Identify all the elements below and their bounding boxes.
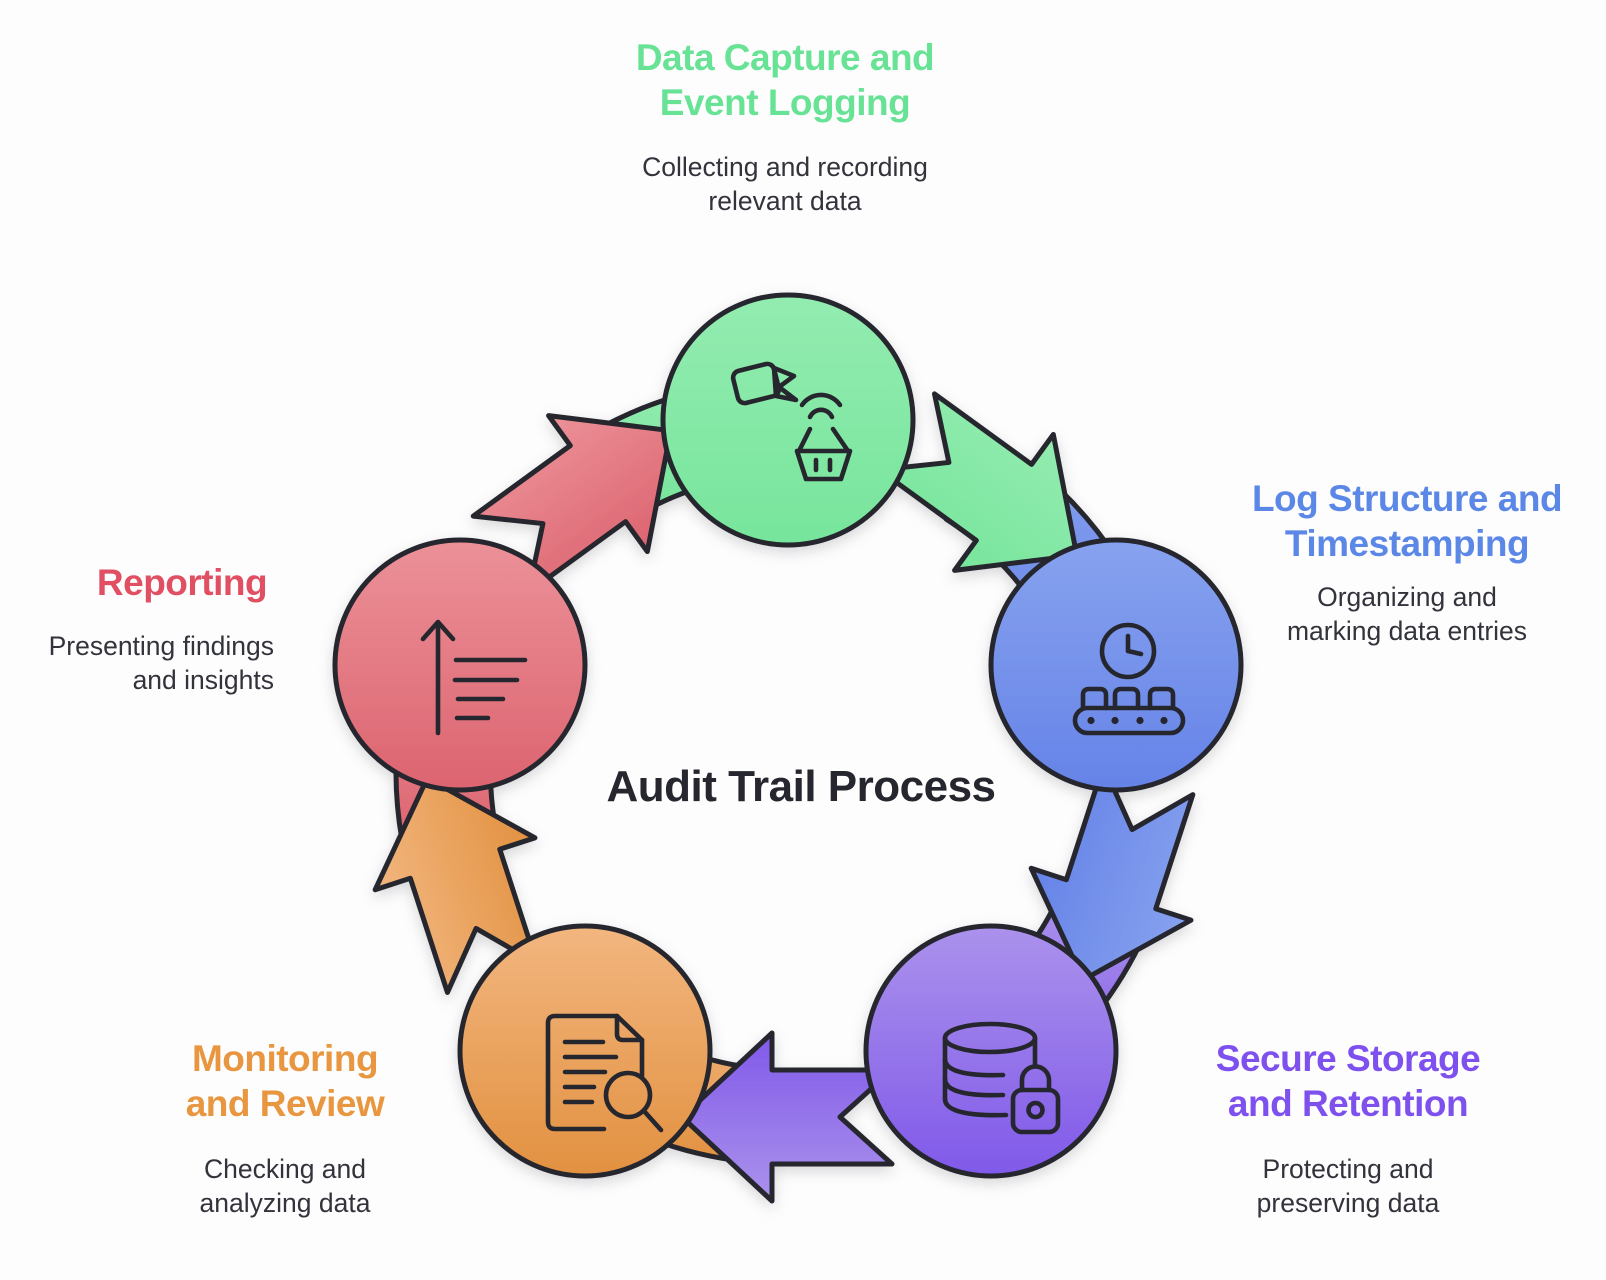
stage-circle-monitoring	[457, 923, 713, 1179]
stage-desc: Organizing and marking data entries	[1286, 582, 1528, 646]
document-search-icon	[545, 1013, 664, 1133]
database-lock-icon	[942, 1021, 1061, 1135]
stage-icons	[420, 361, 1186, 1135]
process-ring	[332, 292, 1244, 1204]
arrow-capture-to-structure	[876, 391, 1080, 573]
diagram-title: Audit Trail Process	[606, 762, 996, 811]
stage-desc: Protecting and preserving data	[1256, 1154, 1440, 1218]
arrow-monitoring-to-reporting	[372, 775, 540, 995]
arrow-storage-to-monitoring	[679, 1030, 895, 1204]
report-chart-icon	[420, 619, 528, 736]
stage-heading: Log Structure and Timestamping	[1251, 478, 1563, 564]
stage-heading: Monitoring and Review	[185, 1038, 385, 1124]
stage-label-reporting: Reporting Presenting findings and insigh…	[1, 560, 363, 697]
conveyor-dots	[1087, 716, 1168, 725]
stage-desc: Checking and analyzing data	[199, 1154, 371, 1218]
stage-label-data-capture: Data Capture and Event Logging Collectin…	[475, 35, 1095, 218]
video-capture-icon	[730, 361, 853, 482]
connector-arrows	[372, 391, 1196, 1204]
arrow-structure-to-storage	[1028, 763, 1196, 983]
stage-circle-structure	[988, 537, 1244, 793]
clock-conveyor-icon	[1072, 622, 1186, 736]
stage-circle-capture	[660, 292, 916, 548]
stage-label-secure-storage: Secure Storage and Retention Protecting …	[1158, 1036, 1538, 1220]
stage-heading: Data Capture and Event Logging	[635, 37, 935, 123]
stage-circle-reporting	[332, 537, 588, 793]
stage-desc: Presenting findings and insights	[48, 631, 274, 695]
stage-heading: Secure Storage and Retention	[1215, 1038, 1481, 1124]
arrow-reporting-to-capture	[470, 413, 674, 595]
stage-desc: Collecting and recording relevant data	[642, 152, 928, 216]
stage-label-log-structure: Log Structure and Timestamping Organizin…	[1217, 476, 1597, 648]
stage-label-monitoring: Monitoring and Review Checking and analy…	[95, 1036, 475, 1220]
stage-heading: Reporting	[96, 562, 268, 603]
